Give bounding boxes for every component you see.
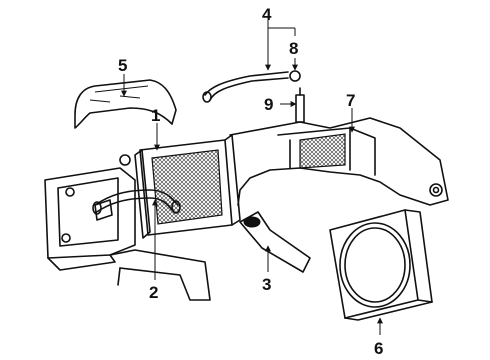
- lower-hose: [92, 189, 181, 215]
- callout-8: 8: [289, 39, 298, 58]
- callout-3: 3: [262, 275, 271, 294]
- leader-lines: [121, 20, 383, 335]
- left-radiator-support: [44, 167, 211, 301]
- upper-hose: [202, 70, 301, 103]
- callout-7: 7: [346, 91, 355, 110]
- air-deflector: [74, 79, 177, 129]
- fan-shroud: [329, 209, 433, 321]
- callout-6: 6: [374, 339, 383, 358]
- callout-5: 5: [118, 56, 127, 75]
- callout-2: 2: [149, 283, 158, 302]
- hose-clamp: [289, 70, 301, 82]
- coolant-reservoir: [239, 211, 311, 273]
- upper-radiator-support: [229, 117, 449, 206]
- callout-9: 9: [264, 95, 273, 114]
- radiator-assembly: [119, 134, 241, 239]
- callout-1: 1: [151, 106, 160, 125]
- callout-4: 4: [262, 5, 272, 24]
- temp-sensor: [295, 87, 305, 123]
